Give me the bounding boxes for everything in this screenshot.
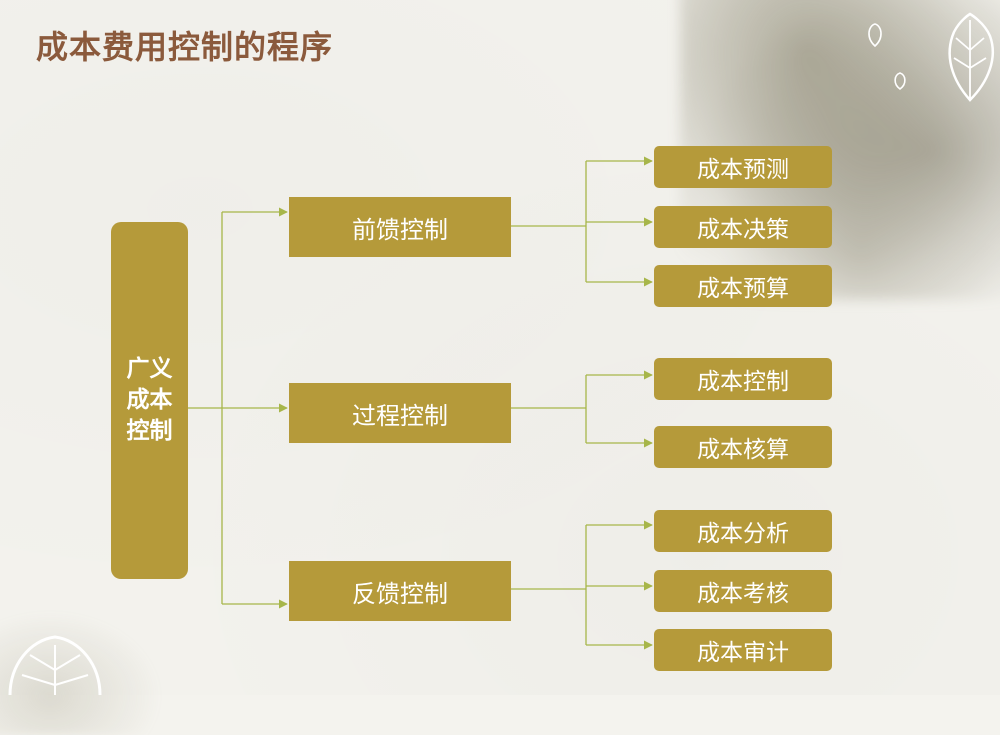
- node-feedback-control: 反馈控制: [289, 561, 511, 621]
- node-cost-budget: 成本预算: [654, 265, 832, 307]
- node-process-control: 过程控制: [289, 383, 511, 443]
- node-cost-assessment: 成本考核: [654, 570, 832, 612]
- node-cost-control: 成本控制: [654, 358, 832, 400]
- node-cost-accounting: 成本核算: [654, 426, 832, 468]
- node-cost-audit: 成本审计: [654, 629, 832, 671]
- node-cost-forecast: 成本预测: [654, 146, 832, 188]
- node-cost-analysis: 成本分析: [654, 510, 832, 552]
- node-cost-decision: 成本决策: [654, 206, 832, 248]
- node-feedforward-control: 前馈控制: [289, 197, 511, 257]
- root-node: 广义成本控制: [111, 222, 188, 579]
- root-node-label: 广义成本控制: [124, 354, 176, 447]
